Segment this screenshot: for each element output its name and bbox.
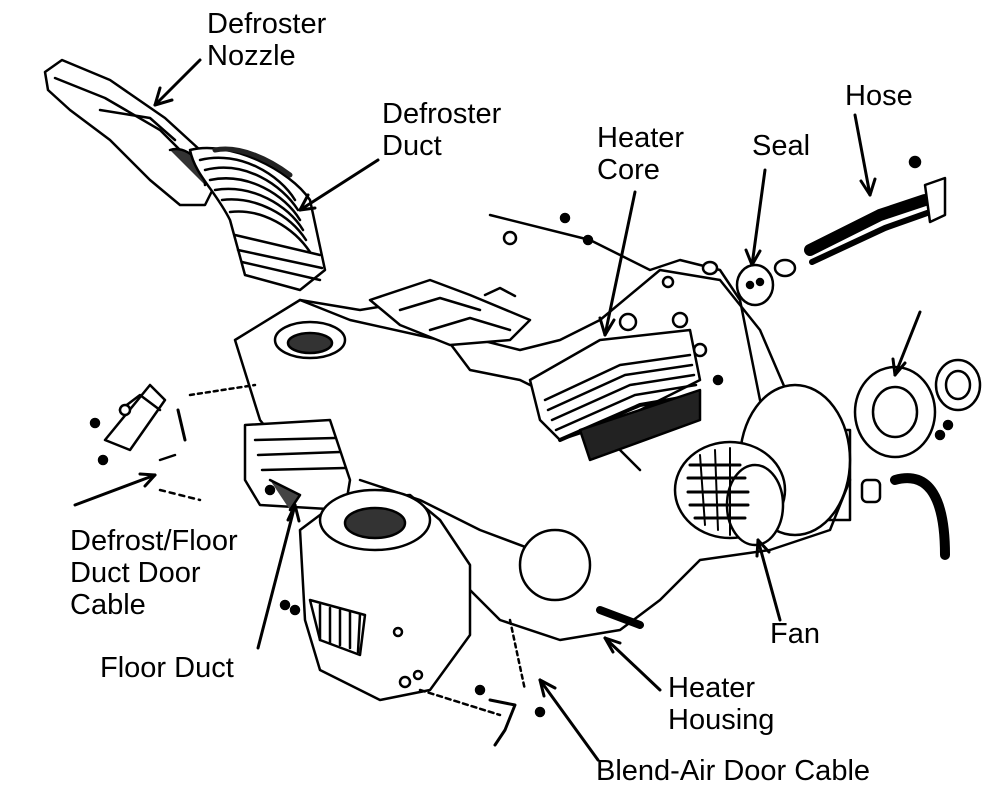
label-floor-duct-line1: Floor Duct: [100, 652, 234, 684]
label-fan-line1: Fan: [770, 618, 820, 650]
label-seal: Seal: [752, 130, 810, 162]
label-defrost-floor-cable-line2: Duct Door: [70, 557, 201, 589]
label-blend-air-cable-line1: Blend-Air Door Cable: [596, 755, 871, 787]
label-heater-core-line1: Heater: [597, 122, 685, 154]
label-blend-air-cable: Blend-Air Door Cable: [596, 755, 870, 787]
label-floor-duct: Floor Duct: [100, 652, 234, 684]
lower-outlet-housing: [279, 488, 472, 702]
leader-arrows: [73, 58, 922, 762]
blower-motor-part: [853, 358, 982, 560]
label-heater-housing: Heater Housing: [668, 672, 774, 736]
label-defroster-nozzle-line1: Defroster: [207, 8, 327, 40]
label-hose-line1: Hose: [845, 80, 913, 112]
label-heater-housing-line2: Housing: [668, 704, 775, 736]
label-defroster-nozzle: Defroster Nozzle: [207, 8, 326, 72]
label-hose: Hose: [845, 80, 913, 112]
label-defroster-duct: Defroster Duct: [382, 98, 501, 162]
label-defrost-floor-cable: Defrost/Floor Duct Door Cable: [70, 525, 238, 621]
label-seal-line1: Seal: [752, 130, 811, 162]
label-heater-housing-line1: Heater: [668, 672, 756, 704]
label-defrost-floor-cable-line3: Cable: [70, 589, 146, 621]
defroster-nozzle-part: [43, 58, 217, 207]
label-heater-core: Heater Core: [597, 122, 684, 186]
seal-part: [701, 258, 797, 307]
defroster-duct-part: [188, 146, 327, 292]
door-bracket-part: [89, 383, 257, 502]
hose-part: [804, 155, 947, 265]
label-heater-core-line2: Core: [597, 154, 660, 186]
label-defroster-duct-line1: Defroster: [382, 98, 502, 130]
fan-part: [673, 440, 787, 547]
label-defroster-nozzle-line2: Nozzle: [207, 40, 296, 72]
floor-duct-part: [243, 418, 352, 512]
blend-air-cable-part: [418, 618, 546, 747]
label-defroster-duct-line2: Duct: [382, 130, 442, 162]
label-defrost-floor-cable-line1: Defrost/Floor: [70, 525, 238, 557]
label-fan: Fan: [770, 618, 820, 650]
heater-core-part: [528, 312, 702, 462]
top-bracket: [368, 278, 532, 347]
